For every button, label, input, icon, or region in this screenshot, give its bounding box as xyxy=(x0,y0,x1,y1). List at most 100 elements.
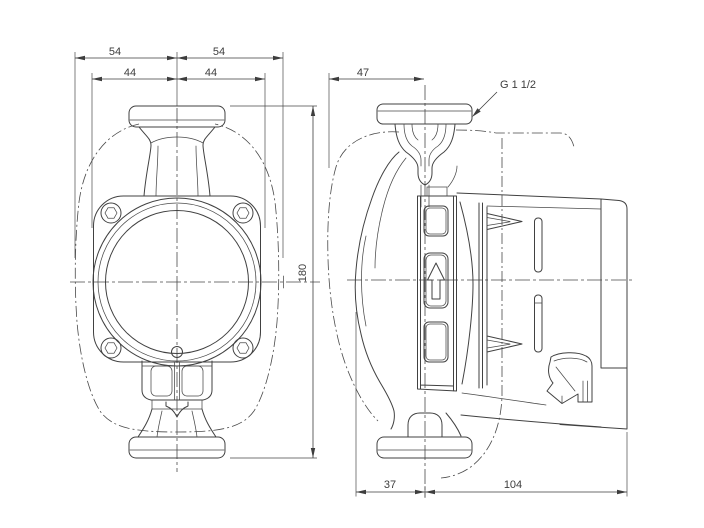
front-neck-collar xyxy=(150,136,204,144)
front-neck-inner-left xyxy=(155,145,159,197)
spike-lower-inner xyxy=(486,339,511,349)
bolt-boss xyxy=(100,202,122,224)
panel-cutout-middle-inner xyxy=(425,254,447,307)
side-bottom-port-flange xyxy=(376,436,473,459)
side-electrical-connector xyxy=(546,352,593,404)
outlet-leg-right-outer xyxy=(201,408,217,438)
outlet-leg-left-inner xyxy=(156,410,163,438)
front-neck-inner-right xyxy=(195,145,199,197)
arrowhead xyxy=(329,76,339,82)
housing-bottom-seam xyxy=(461,392,547,406)
dim-label-front-inner-left: 44 xyxy=(124,67,136,79)
side-throat-outer xyxy=(394,123,456,186)
outlet-leg-right-inner xyxy=(191,410,198,438)
housing-bottom-edge xyxy=(460,414,602,428)
side-top-port-flange xyxy=(376,103,473,125)
bolt-boss xyxy=(100,337,122,359)
arrowhead xyxy=(617,489,627,495)
side-throat-hint-left xyxy=(411,123,419,141)
spike-upper-inner xyxy=(486,217,511,226)
side-phantom-top xyxy=(455,129,575,148)
panel-top-tab xyxy=(426,165,458,197)
arrowhead xyxy=(414,76,424,82)
panel-cutout-middle xyxy=(423,252,449,309)
side-foot-right xyxy=(445,412,462,437)
housing-top-seam xyxy=(486,205,602,210)
arrowhead xyxy=(425,489,435,495)
outlet-arch xyxy=(165,401,189,418)
front-neck-left xyxy=(138,126,152,197)
side-volute-outline xyxy=(354,151,400,430)
panel-cutout-top xyxy=(423,205,449,237)
arrowhead xyxy=(310,448,316,458)
spike-upper xyxy=(486,213,523,230)
arrowhead xyxy=(75,55,85,61)
arrowhead xyxy=(167,76,177,82)
side-phantom-right xyxy=(440,138,503,479)
arrowhead xyxy=(255,76,265,82)
end-cap xyxy=(559,198,628,430)
side-volute-crease xyxy=(361,235,367,327)
front-outlet xyxy=(137,360,217,438)
front-bolt-top-right xyxy=(232,202,254,224)
arrowhead xyxy=(177,55,187,61)
outlet-web xyxy=(174,361,180,401)
spike-lower xyxy=(486,335,523,353)
dim-label-front-inner-right: 44 xyxy=(205,67,217,79)
dim-label-front-outer-right: 54 xyxy=(213,46,225,58)
front-face-mid-circle xyxy=(97,202,257,362)
dim-label-front-outer-left: 54 xyxy=(109,46,121,58)
bolt-boss xyxy=(232,337,254,359)
front-bolt-top-left xyxy=(100,202,122,224)
bolt-hex xyxy=(236,342,250,354)
front-bolt-bottom-right xyxy=(232,337,254,359)
arrowhead xyxy=(92,76,102,82)
vent-slot-lower xyxy=(534,294,543,353)
housing-bulge xyxy=(459,201,474,385)
bolt-hex xyxy=(104,207,118,219)
side-throat-inner-left xyxy=(403,123,422,167)
side-throat-hint-right xyxy=(431,123,439,141)
panel-edges xyxy=(417,195,457,392)
front-bottom-port-flange xyxy=(128,436,226,459)
outlet-tier xyxy=(151,399,203,410)
front-view xyxy=(70,105,320,472)
dim-label-height: 180 xyxy=(297,264,309,282)
bolt-hex xyxy=(104,342,118,354)
side-foot-arch xyxy=(407,412,443,438)
outlet-leg-left-outer xyxy=(137,408,153,438)
housing-top-edge xyxy=(456,192,602,200)
panel-cutout-top-inner xyxy=(425,207,447,235)
front-bolt-bottom-left xyxy=(100,337,122,359)
arrowhead xyxy=(273,55,283,61)
leader-arrowhead xyxy=(472,108,481,117)
outlet-window-left xyxy=(150,365,173,397)
thread-size-label: G 1 1/2 xyxy=(500,79,536,91)
bolt-hex xyxy=(236,207,250,219)
connector-top-arc xyxy=(553,357,588,363)
side-volute-inner xyxy=(374,157,407,269)
panel-cutout-bottom-inner xyxy=(425,323,447,361)
front-vent-plug xyxy=(171,346,183,358)
side-view xyxy=(327,85,633,497)
vent-slot-upper xyxy=(534,217,543,273)
front-face-inner-circle xyxy=(105,210,249,354)
arrowhead xyxy=(356,489,366,495)
side-motor-housing xyxy=(456,192,628,430)
panel-cutout-bottom xyxy=(423,321,449,363)
connector-outline xyxy=(546,352,593,404)
side-throat-inner-right xyxy=(428,123,447,167)
front-neck-right xyxy=(202,126,216,197)
arrowhead xyxy=(415,489,425,495)
connector-pins xyxy=(561,380,588,404)
outlet-bracket xyxy=(141,360,213,401)
bolt-boss xyxy=(232,202,254,224)
outlet-window-right xyxy=(181,365,204,397)
side-phantom-left xyxy=(327,131,400,422)
arrowhead xyxy=(177,76,187,82)
arrowhead xyxy=(167,55,177,61)
up-arrow-icon xyxy=(427,262,445,300)
arrowhead xyxy=(310,106,316,116)
